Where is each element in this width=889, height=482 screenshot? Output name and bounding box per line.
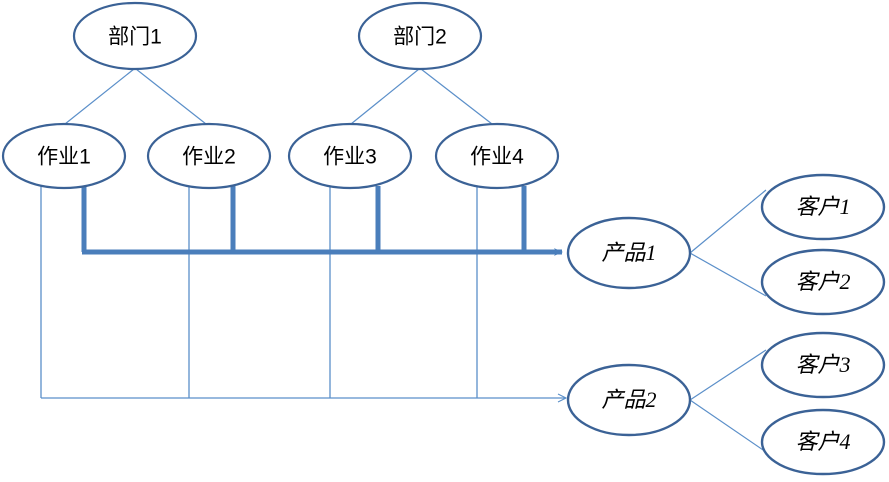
node-cust1-ellipse[interactable] [760,173,886,241]
node-op2-label: 作业2 [182,146,236,169]
edges-department-to-operation [64,68,493,125]
edge-product2-cust3 [689,349,767,401]
edge-dept2-op3 [350,68,420,125]
edge-dept1-op1 [64,68,135,125]
edge-product1-cust2 [689,252,767,297]
node-cust3-label: 客户3 [795,352,850,377]
node-prod1-label: 产品1 [601,240,656,265]
edge-product1-cust1 [689,189,767,254]
edges-product-to-customer [689,189,767,453]
node-dept1-ellipse[interactable] [72,1,198,71]
node-op3-label: 作业3 [323,146,377,169]
edges-operation-to-product2 [40,186,566,398]
node-dept2-ellipse[interactable] [357,1,483,71]
node-cust2[interactable]: 客户2 [760,248,886,316]
node-cust1-label: 客户1 [795,194,850,219]
node-cust2-label: 客户2 [795,269,850,294]
node-op1-ellipse[interactable] [1,122,127,190]
edges-operation-to-product1 [81,186,563,256]
node-prod1-ellipse[interactable] [566,216,692,290]
node-group-departments: 部门1 部门2 [72,1,483,71]
node-cust3[interactable]: 客户3 [760,331,886,399]
node-op1[interactable]: 作业1 [1,122,127,190]
node-prod1[interactable]: 产品1 [566,216,692,290]
node-dept2-label: 部门2 [393,26,447,49]
node-op1-label: 作业1 [37,146,91,169]
node-op2-ellipse[interactable] [146,122,272,190]
node-prod2-ellipse[interactable] [566,363,692,437]
node-op2[interactable]: 作业2 [146,122,272,190]
node-cust3-ellipse[interactable] [760,331,886,399]
node-op3[interactable]: 作业3 [287,122,413,190]
edge-dept1-op2 [135,68,207,125]
node-cust2-ellipse[interactable] [760,248,886,316]
edge-dept2-op4 [420,68,493,125]
node-cust4-label: 客户4 [795,429,850,454]
node-dept2[interactable]: 部门2 [357,1,483,71]
node-group-products: 产品1 产品2 [566,216,692,437]
node-cust4-ellipse[interactable] [760,408,886,476]
node-group-customers: 客户1 客户2 客户3 客户4 [760,173,886,476]
node-dept1-label: 部门1 [108,26,162,49]
node-cust1[interactable]: 客户1 [760,173,886,241]
node-group-operations: 作业1 作业2 作业3 作业4 [1,122,560,190]
node-op4[interactable]: 作业4 [434,122,560,190]
node-op3-ellipse[interactable] [287,122,413,190]
node-op4-label: 作业4 [470,146,524,169]
edge-product2-cust4 [689,399,767,453]
node-prod2[interactable]: 产品2 [566,363,692,437]
node-op4-ellipse[interactable] [434,122,560,190]
node-cust4[interactable]: 客户4 [760,408,886,476]
node-prod2-label: 产品2 [601,387,656,412]
node-dept1[interactable]: 部门1 [72,1,198,71]
